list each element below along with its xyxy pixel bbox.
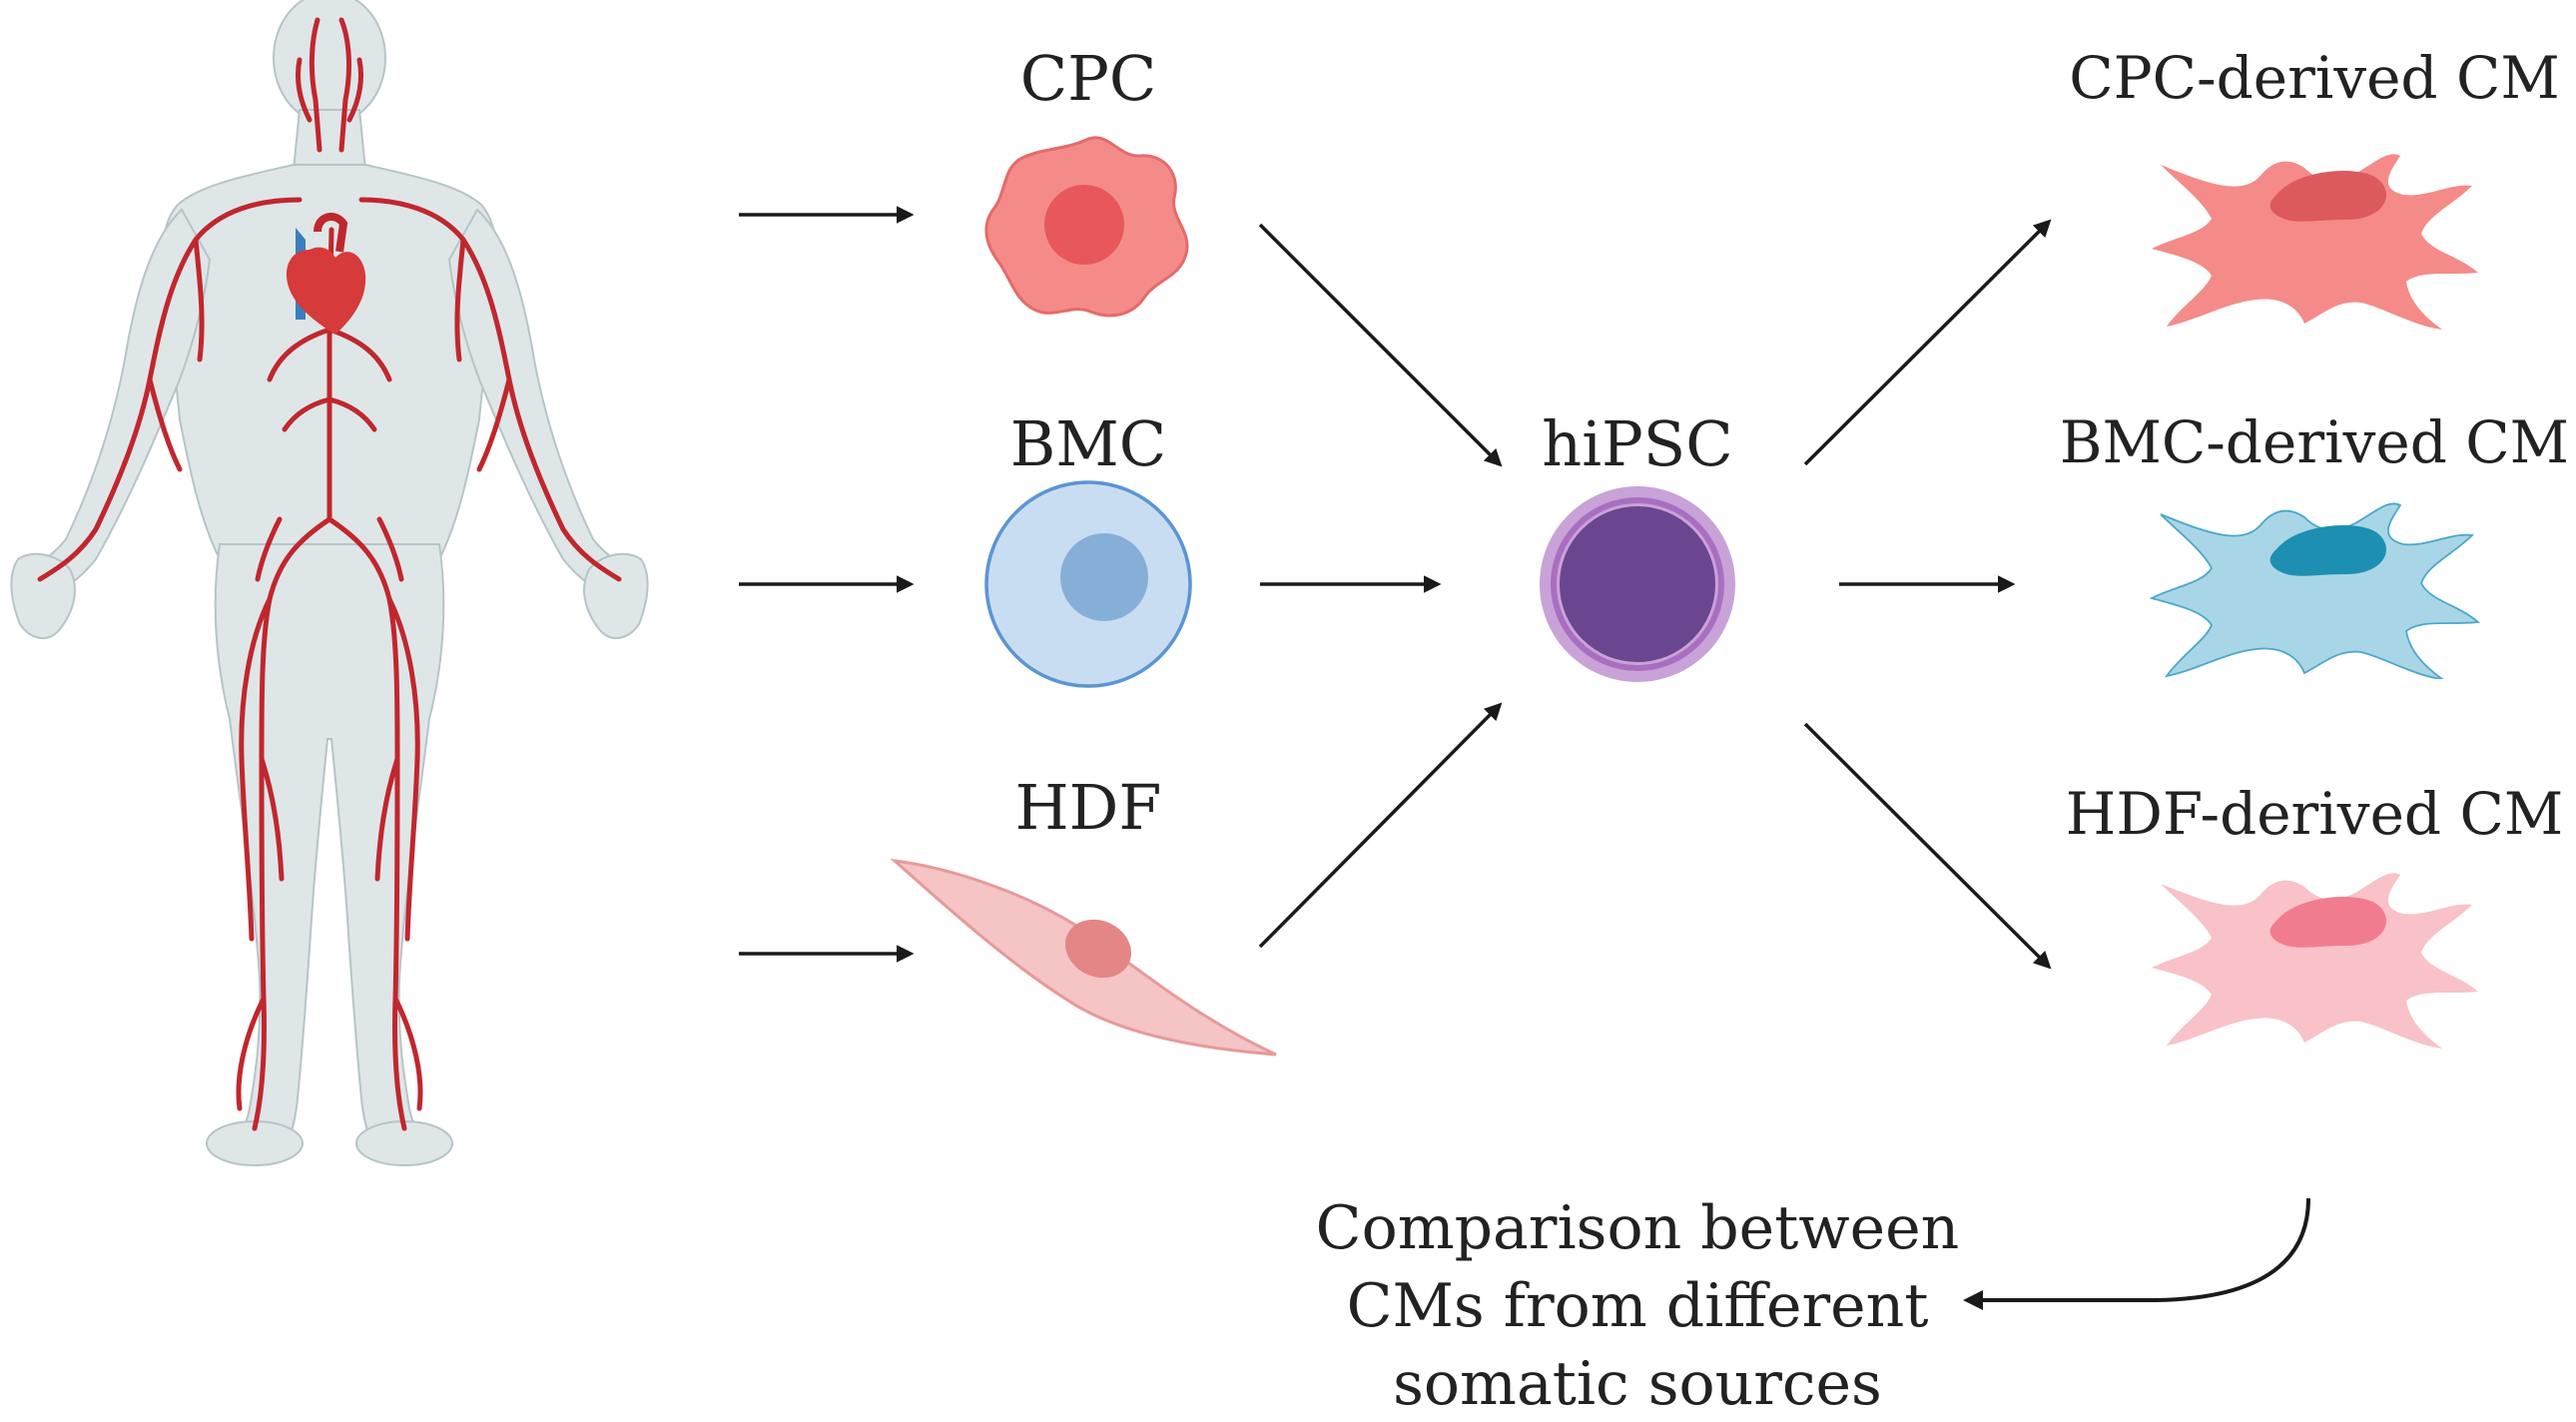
bmc-cell-icon — [984, 480, 1192, 688]
arrow-hdf-to-hipsc — [1258, 702, 1503, 949]
arrow-hipsc-to-hdf-cm — [1803, 722, 2052, 970]
caption-line-2: CMs from different — [1347, 1271, 1929, 1341]
heart-icon — [286, 213, 366, 335]
hdf-cm-label: HDF-derived CM — [2066, 780, 2563, 848]
arrow-to-comparison — [1963, 1197, 2310, 1310]
arrow-hipsc-to-cpc-cm — [1803, 219, 2052, 466]
caption-line-3: somatic sources — [1393, 1349, 1882, 1418]
hdf-cell-icon — [890, 858, 1277, 1057]
bmc-cm-label: BMC-derived CM — [2060, 408, 2569, 476]
cpc-cell-icon — [984, 136, 1189, 318]
body-silhouette — [10, 0, 649, 1166]
bmc-label: BMC — [1010, 407, 1166, 480]
arrows-group — [739, 206, 2310, 1310]
cardiomyocyte-icon — [2152, 873, 2478, 1049]
cardiomyocyte-icon — [2150, 502, 2480, 679]
hipsc-label: hiPSC — [1542, 407, 1732, 480]
arrow-cpc-to-hipsc — [1258, 223, 1503, 467]
cardiomyocyte-icon — [2152, 154, 2478, 330]
caption-line-1: Comparison between — [1316, 1193, 1960, 1263]
cpc-label: CPC — [1020, 42, 1157, 115]
hipsc-cell-icon — [1540, 486, 1735, 682]
hdf-label: HDF — [1015, 771, 1162, 844]
cpc-cm-label: CPC-derived CM — [2069, 44, 2560, 112]
labels-group: CPC BMC HDF hiPSC CPC-derived CM BMC-der… — [1010, 42, 2569, 848]
comparison-caption: Comparison between CMs from different so… — [1316, 1193, 1960, 1419]
human-body-icon — [10, 0, 649, 1166]
